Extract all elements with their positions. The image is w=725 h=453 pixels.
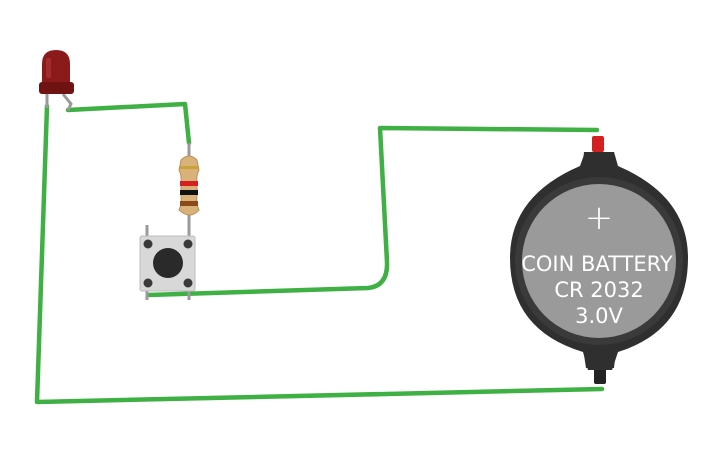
battery-negative-terminal[interactable] bbox=[594, 366, 606, 384]
battery-positive-terminal[interactable] bbox=[592, 136, 604, 152]
led-anode-leg bbox=[61, 93, 73, 111]
red-led-icon[interactable] bbox=[39, 50, 74, 111]
resistor-band-2 bbox=[180, 181, 198, 186]
battery-cell bbox=[522, 184, 676, 338]
led-rim bbox=[39, 82, 74, 94]
resistor-band-4 bbox=[180, 201, 198, 206]
button-cap[interactable] bbox=[153, 248, 183, 278]
button-corner-tr bbox=[183, 239, 193, 249]
wire-led-to-resistor[interactable] bbox=[65, 101, 192, 146]
coin-battery-icon[interactable]: + COIN BATTERY CR 2032 3.0V bbox=[510, 136, 688, 384]
resistor-icon[interactable] bbox=[178, 143, 200, 238]
resistor-band-1 bbox=[180, 166, 198, 169]
battery-plus-symbol: + bbox=[585, 198, 614, 238]
button-corner-br bbox=[183, 278, 193, 288]
wires bbox=[34, 101, 605, 405]
battery-label-line3: 3.0V bbox=[575, 304, 623, 328]
button-corner-tl bbox=[143, 239, 153, 249]
button-corner-bl bbox=[143, 278, 153, 288]
led-highlight bbox=[46, 58, 51, 78]
battery-clip-bottom bbox=[583, 348, 616, 368]
resistor-band-3 bbox=[180, 190, 198, 195]
battery-label-line2: CR 2032 bbox=[554, 278, 643, 302]
wire-button-to-battery-positive[interactable] bbox=[145, 125, 600, 298]
battery-label-line1: COIN BATTERY bbox=[521, 252, 673, 276]
battery-clip-top bbox=[582, 152, 616, 172]
pushbutton-icon[interactable] bbox=[139, 225, 196, 300]
wire-led-to-battery-negative[interactable] bbox=[34, 103, 605, 405]
